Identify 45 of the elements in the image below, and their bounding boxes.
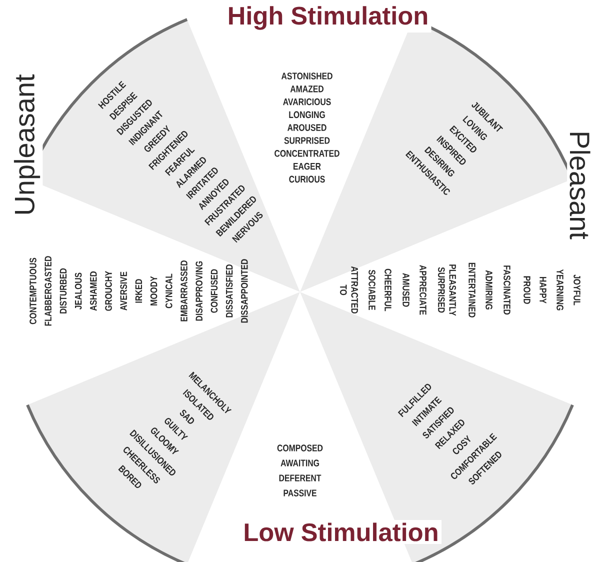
emotion-word: MOODY (150, 276, 158, 306)
emotion-word: IRKED (135, 279, 142, 303)
emotion-word: AMUSED (402, 273, 410, 307)
axis-label: Pleasant (567, 128, 593, 242)
emotion-word: DISAPPROVING (196, 261, 202, 321)
emotion-word: CURIOUS (289, 176, 325, 183)
emotion-word: ADMIRING (486, 270, 492, 310)
emotion-word: DEFERENT (279, 474, 322, 482)
emotion-word: ATTRACTED TO (340, 266, 358, 314)
emotion-word: CONTEMPTUOUS (30, 258, 36, 324)
emotion-word: PLEASANTLY SURPRISED (438, 264, 456, 316)
emotion-word: ASTONISHED (281, 72, 332, 80)
emotion-word: JOYFUL (574, 274, 580, 306)
emotion-word: CONFUSED (210, 269, 218, 313)
emotion-word: AWAITING (280, 460, 319, 466)
emotion-word: FLABBERGASTED (44, 256, 52, 326)
emotion-word: COMPOSED (277, 444, 323, 452)
axis-label: Low Stimulation (240, 520, 442, 544)
emotion-word: ASHAMED (90, 271, 97, 311)
emotion-word: DISSAPPOINTED (241, 259, 248, 323)
emotion-word: AVERSIVE (120, 272, 127, 310)
emotion-word: AVARICIOUS (283, 98, 331, 106)
emotion-word: ENTERTAINED (468, 262, 476, 318)
emotion-word: FASCINATED (504, 266, 510, 315)
emotion-word: HAPPY (540, 276, 546, 304)
emotion-word: CHEERFUL (384, 268, 392, 312)
axis-label: High Stimulation (224, 3, 432, 33)
emotion-word: DISSATISFIED (226, 264, 233, 318)
emotion-word: JEALOUS (74, 272, 82, 310)
emotion-word: SOCIABLE (368, 270, 376, 310)
emotion-word: EAGER (294, 162, 321, 170)
emotion-word: CYNICAL (166, 274, 172, 308)
emotion-word: GROUCHY (105, 271, 112, 311)
emotion-word: AMAZED (290, 86, 324, 92)
emotion-word: AROUSED (288, 124, 326, 131)
emotion-word: PASSIVE (284, 490, 316, 496)
emotion-word: DISTURBED (60, 268, 67, 314)
emotion-word: SURPRISED (284, 137, 330, 144)
axis-label: Unpleasant (11, 72, 43, 218)
emotion-word: APPRECIATE (420, 265, 426, 315)
emotion-word: CONCENTRATED (274, 150, 340, 157)
emotion-word: PROUD (524, 276, 530, 304)
emotion-word: EMBARRASSED (180, 260, 188, 322)
emotion-word: YEARNING (556, 269, 564, 310)
emotion-word: LONGING (289, 111, 325, 118)
